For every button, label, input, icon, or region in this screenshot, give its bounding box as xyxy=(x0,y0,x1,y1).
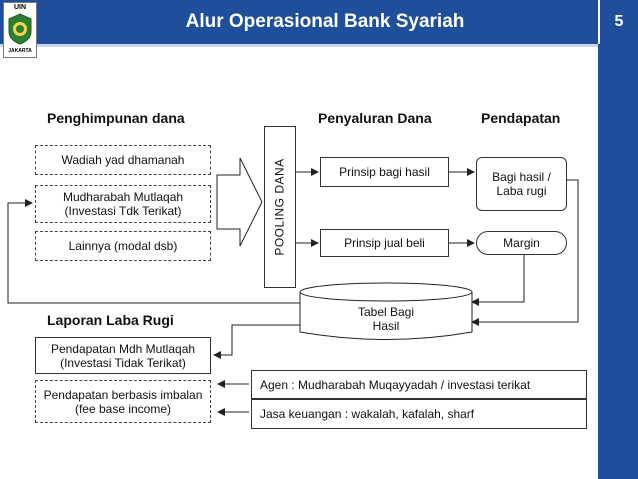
income-to-tabel-line xyxy=(471,179,579,326)
logo-bottom-text: JAKARTA xyxy=(8,48,32,54)
prinsip-jual-beli-box: Prinsip jual beli xyxy=(320,229,449,257)
funding-to-pooling-arrow xyxy=(216,157,263,247)
bagi-hasil-laba-rugi-label: Bagi hasil / Laba rugi xyxy=(492,170,551,198)
logo-emblem-icon xyxy=(8,13,32,45)
agen-muqayyadah-label: Agen : Mudharabah Muqayyadah / investasi… xyxy=(260,377,531,392)
pendapatan-mdh-label: Pendapatan Mdh Mutlaqah (Investasi Tidak… xyxy=(50,341,196,370)
right-side-bar xyxy=(598,44,638,479)
tabel-bagi-hasil-label: Tabel Bagi Hasil xyxy=(357,305,415,333)
pendapatan-heading: Pendapatan xyxy=(481,110,561,126)
penghimpunan-heading: Penghimpunan dana xyxy=(47,110,185,126)
pendapatan-mdh-box: Pendapatan Mdh Mutlaqah (Investasi Tidak… xyxy=(35,337,211,374)
pendapatan-fee-box: Pendapatan berbasis imbalan (fee base in… xyxy=(35,380,211,423)
lainnya-label: Lainnya (modal dsb) xyxy=(68,239,178,253)
agen-muqayyadah-box: Agen : Mudharabah Muqayyadah / investasi… xyxy=(251,370,587,399)
laporan-heading: Laporan Laba Rugi xyxy=(47,312,174,328)
page-number: 5 xyxy=(598,0,638,44)
mudharabah-label: Mudharabah Mutlaqah (Investasi Tdk Terik… xyxy=(62,190,184,218)
uin-logo: UIN JAKARTA xyxy=(3,2,37,58)
mudharabah-box: Mudharabah Mutlaqah (Investasi Tdk Terik… xyxy=(35,185,211,223)
pooling-label: POOLING DANA xyxy=(273,158,288,256)
wadiah-box: Wadiah yad dhamanah xyxy=(35,145,211,175)
header-bar xyxy=(0,0,638,44)
header-accent-line xyxy=(0,44,638,47)
margin-box: Margin xyxy=(476,231,567,255)
tabel-to-laporan-line xyxy=(213,324,300,359)
prinsip-bagi-hasil-box: Prinsip bagi hasil xyxy=(320,157,449,187)
pooling-dana-box: POOLING DANA xyxy=(264,126,296,288)
margin-to-tabel-line xyxy=(471,255,525,306)
page-title: Alur Operasional Bank Syariah xyxy=(185,11,465,32)
prinsip-jual-beli-label: Prinsip jual beli xyxy=(344,236,425,250)
logo-top-text: UIN xyxy=(13,4,27,11)
wadiah-label: Wadiah yad dhamanah xyxy=(61,153,185,167)
bagi-hasil-laba-rugi-box: Bagi hasil / Laba rugi xyxy=(476,157,567,211)
tabel-cylinder-shape xyxy=(299,292,473,340)
pendapatan-fee-label: Pendapatan berbasis imbalan (fee base in… xyxy=(43,387,203,416)
lainnya-box: Lainnya (modal dsb) xyxy=(35,231,211,261)
jasa-keuangan-box: Jasa keuangan : wakalah, kafalah, sharf xyxy=(251,399,587,429)
tabel-bagi-hasil-label-box: Tabel Bagi Hasil xyxy=(330,303,442,335)
feedback-to-mudharabah-line xyxy=(7,199,300,304)
jasa-keuangan-label: Jasa keuangan : wakalah, kafalah, sharf xyxy=(260,407,475,421)
margin-label: Margin xyxy=(503,236,540,250)
prinsip-bagi-hasil-label: Prinsip bagi hasil xyxy=(339,165,430,179)
penyaluran-heading: Penyaluran Dana xyxy=(318,110,432,126)
